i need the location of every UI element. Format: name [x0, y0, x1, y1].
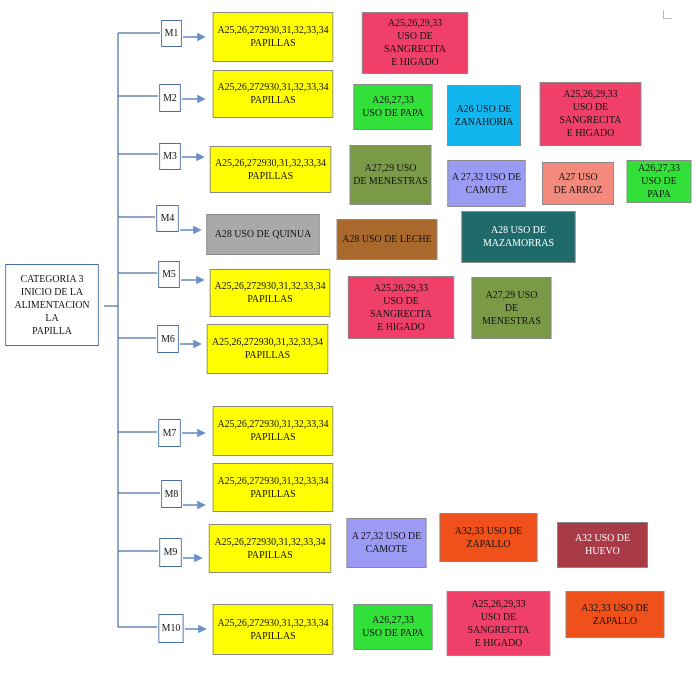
m8-papillas-box: A25,26,272930,31,32,33,34 PAPILLAS — [212, 463, 334, 512]
m2-zanahoria-box: A26 USO DE ZANAHORIA — [447, 85, 521, 146]
m9-camote-box: A 27,32 USO DE CAMOTE — [346, 518, 427, 568]
m5-sangrecita-box: A25,26,29,33 USO DE SANGRECITA E HIGADO — [347, 276, 455, 339]
month-node-m5: M5 — [158, 261, 180, 288]
m5-papillas-box: A25,26,272930,31,32,33,34 PAPILLAS — [209, 269, 331, 317]
m1-papillas-box: A25,26,272930,31,32,33,34 PAPILLAS — [212, 12, 334, 62]
m2-sangrecita-box: A25,26,29,33 USO DE SANGRECITA E HIGADO — [539, 82, 642, 146]
m3-papillas-box: A25,26,272930,31,32,33,34 PAPILLAS — [209, 146, 332, 193]
m10-sangrecita-box: A25,26,29,33 USO DE SANGRECITA E HIGADO — [446, 591, 551, 656]
month-node-m7: M7 — [158, 419, 181, 447]
m9-huevo-box: A32 USO DE HUEVO — [557, 522, 648, 568]
month-node-m9: M9 — [159, 538, 182, 567]
m10-zapallo-box: A32,33 USO DE ZAPALLO — [565, 591, 665, 638]
root-category-node: CATEGORIA 3 INICIO DE LA ALIMENTACION LA… — [5, 264, 99, 346]
month-node-m4: M4 — [156, 205, 179, 232]
m3-papa-box: A26,27,33 USO DE PAPA — [626, 160, 692, 203]
month-node-m3: M3 — [159, 143, 181, 170]
month-node-m10: M10 — [158, 614, 184, 643]
m1-sangrecita-box: A25,26,29,33 USO DE SANGRECITA E HIGADO — [361, 12, 469, 74]
m5-menestras-box: A27,29 USO DE MENESTRAS — [471, 277, 552, 339]
month-node-m8: M8 — [161, 480, 182, 508]
m4-quinua-box: A28 USO DE QUINUA — [206, 214, 320, 255]
m9-papillas-box: A25,26,272930,31,32,33,34 PAPILLAS — [208, 524, 332, 573]
corner-mark — [663, 10, 672, 19]
m10-papa-box: A26,27,33 USO DE PAPA — [353, 604, 433, 650]
month-node-m1: M1 — [161, 20, 182, 47]
m3-arroz-box: A27 USO DE ARROZ — [542, 162, 614, 205]
m4-mazamorras-box: A28 USO DE MAZAMORRAS — [461, 211, 576, 263]
m9-zapallo-box: A32,33 USO DE ZAPALLO — [439, 513, 538, 562]
m3-menestras-box: A27,29 USO DE MENESTRAS — [349, 145, 432, 205]
m7-papillas-box: A25,26,272930,31,32,33,34 PAPILLAS — [212, 406, 334, 456]
m3-camote-box: A 27,32 USO DE CAMOTE — [447, 160, 526, 207]
month-node-m6: M6 — [157, 325, 179, 353]
m2-papa-box: A26,27,33 USO DE PAPA — [353, 84, 433, 130]
m10-papillas-box: A25,26,272930,31,32,33,34 PAPILLAS — [212, 604, 334, 655]
month-node-m2: M2 — [159, 84, 181, 112]
m2-papillas-box: A25,26,272930,31,32,33,34 PAPILLAS — [212, 70, 334, 118]
m6-papillas-box: A25,26,272930,31,32,33,34 PAPILLAS — [206, 324, 329, 374]
m4-leche-box: A28 USO DE LECHE — [336, 219, 438, 260]
